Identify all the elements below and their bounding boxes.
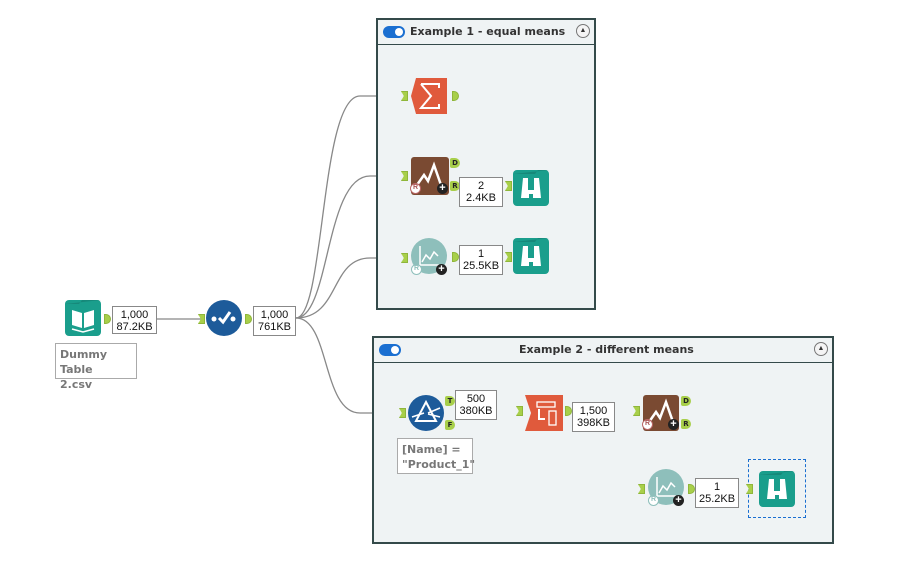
output-anchor-t[interactable]: T bbox=[445, 396, 455, 406]
output-anchor[interactable] bbox=[688, 484, 695, 494]
r-badge-icon: R bbox=[410, 183, 421, 194]
browse-tool[interactable] bbox=[513, 238, 549, 274]
container-header: Example 1 - equal means ▲ bbox=[378, 20, 594, 45]
data-size: 25.2KB bbox=[698, 493, 736, 505]
distribution-analysis-tool[interactable]: R + bbox=[642, 395, 679, 431]
check-wave-icon bbox=[206, 300, 242, 336]
selection-outline bbox=[748, 459, 806, 518]
container-header: Example 2 - different means ▲ bbox=[374, 338, 832, 363]
output-anchor[interactable] bbox=[565, 406, 572, 416]
wire-select-to-dist1 bbox=[295, 175, 400, 319]
prism-filter-icon bbox=[408, 395, 444, 431]
tool-annotation: Dummy Table 2.csv bbox=[55, 343, 137, 391]
select-tool[interactable] bbox=[206, 300, 242, 336]
wire-select-to-filter bbox=[295, 317, 398, 414]
record-count: 1 bbox=[477, 248, 485, 260]
plot-means-tool[interactable]: R + bbox=[411, 238, 447, 275]
tool-annotation: [Name] = "Product_1" bbox=[397, 438, 476, 474]
input-data-tool[interactable] bbox=[65, 300, 101, 336]
container-title: Example 1 - equal means bbox=[410, 25, 566, 38]
plus-icon: + bbox=[668, 419, 679, 430]
record-count-badge: 1 25.5KB bbox=[459, 245, 503, 275]
output-anchor-r[interactable]: R bbox=[450, 181, 460, 191]
record-count-badge: 500 380KB bbox=[455, 390, 497, 420]
distribution-analysis-tool[interactable]: R + bbox=[410, 157, 449, 195]
output-anchor-d[interactable]: D bbox=[450, 158, 460, 168]
annotation-line: Dummy Table bbox=[60, 348, 108, 376]
record-count-badge: 1,000 87.2KB bbox=[112, 306, 157, 334]
container-title: Example 2 - different means bbox=[519, 343, 694, 356]
annotation-line: 2.csv bbox=[60, 378, 93, 391]
wire-select-to-plot1 bbox=[295, 257, 400, 319]
record-count-badge: 2 2.4KB bbox=[459, 177, 503, 207]
data-size: 2.4KB bbox=[466, 192, 496, 204]
union-icon bbox=[525, 395, 563, 431]
record-count: 2 bbox=[477, 180, 485, 192]
chevron-up-icon[interactable]: ▲ bbox=[814, 342, 828, 356]
output-anchor[interactable] bbox=[452, 252, 459, 262]
annotation-line: [Name] = bbox=[402, 443, 461, 456]
r-badge-icon: R bbox=[648, 495, 659, 506]
summarize-tool[interactable] bbox=[411, 78, 447, 114]
record-count-badge: 1 25.2KB bbox=[695, 478, 739, 508]
binoculars-icon bbox=[759, 471, 795, 507]
filter-tool[interactable] bbox=[408, 395, 444, 431]
data-size: 398KB bbox=[576, 417, 611, 429]
binoculars-icon bbox=[513, 238, 549, 274]
plus-icon: + bbox=[436, 264, 447, 275]
annotation-line: "Product_1" bbox=[402, 458, 476, 471]
r-badge-icon: R bbox=[411, 264, 422, 275]
record-count: 1,000 bbox=[260, 309, 289, 321]
data-size: 87.2KB bbox=[116, 321, 153, 333]
plus-icon: + bbox=[673, 495, 684, 506]
sigma-icon bbox=[411, 78, 447, 114]
output-anchor[interactable] bbox=[104, 314, 111, 324]
output-anchor-f[interactable]: F bbox=[445, 420, 455, 430]
data-size: 380KB bbox=[459, 405, 493, 417]
r-badge-icon: R bbox=[642, 419, 653, 430]
record-count: 1,500 bbox=[579, 405, 608, 417]
record-count: 1 bbox=[713, 481, 721, 493]
output-anchor[interactable] bbox=[245, 314, 252, 324]
binoculars-icon bbox=[513, 170, 549, 206]
wire-select-to-summarize bbox=[295, 95, 400, 319]
plot-means-tool[interactable]: R + bbox=[648, 469, 684, 506]
data-size: 25.5KB bbox=[462, 260, 500, 272]
record-count: 500 bbox=[466, 393, 486, 405]
record-count-badge: 1,500 398KB bbox=[572, 402, 615, 432]
book-icon bbox=[65, 300, 101, 336]
output-anchor-d[interactable]: D bbox=[681, 396, 691, 406]
output-anchor-r[interactable]: R bbox=[681, 419, 691, 429]
output-anchor[interactable] bbox=[452, 91, 459, 101]
container-enable-toggle[interactable] bbox=[379, 344, 401, 356]
browse-tool[interactable] bbox=[759, 471, 795, 507]
container-enable-toggle[interactable] bbox=[383, 26, 405, 38]
browse-tool[interactable] bbox=[513, 170, 549, 206]
record-count: 1,000 bbox=[120, 309, 149, 321]
data-size: 761KB bbox=[257, 321, 292, 333]
chevron-up-icon[interactable]: ▲ bbox=[576, 24, 590, 38]
record-count-badge: 1,000 761KB bbox=[253, 306, 296, 336]
plus-icon: + bbox=[437, 183, 448, 194]
union-tool[interactable] bbox=[525, 395, 563, 431]
